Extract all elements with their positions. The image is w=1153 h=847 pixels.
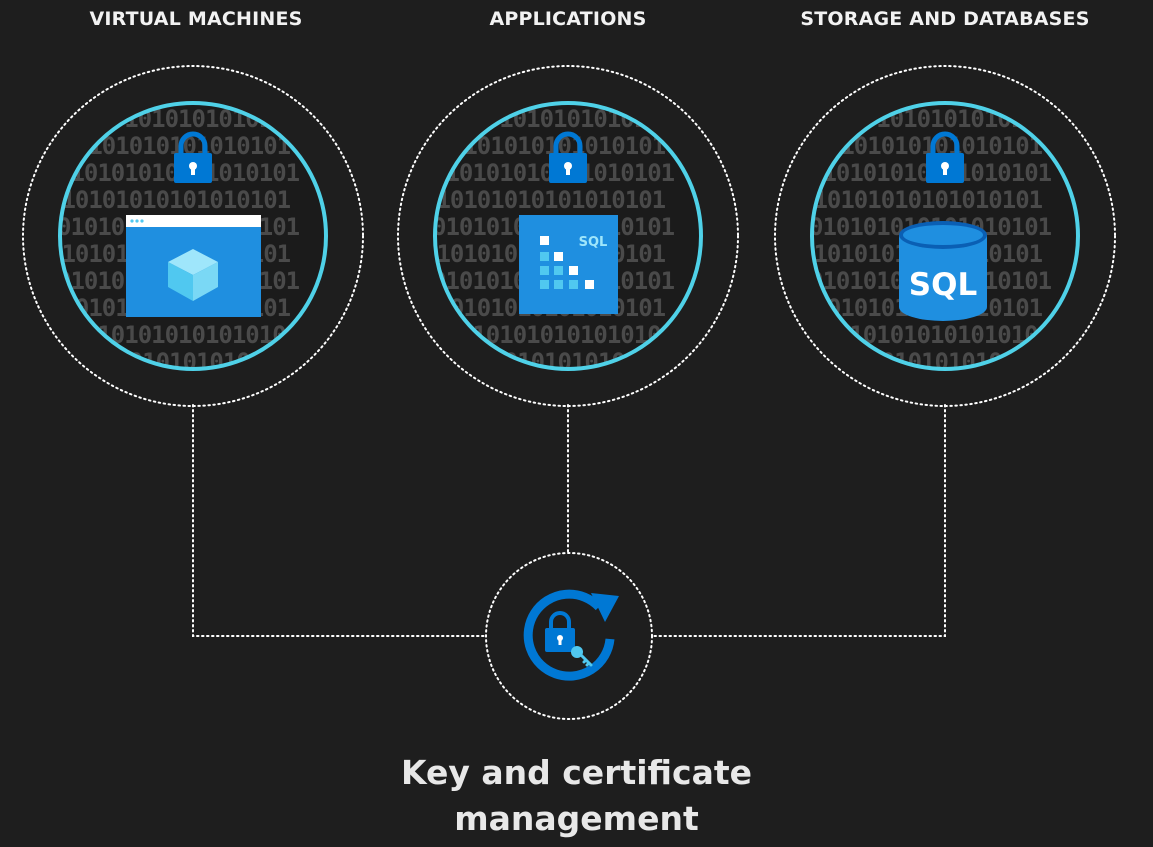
binary-row: 010101010101010101 [48, 186, 291, 214]
hub-caption: Key and certificate management [0, 750, 1153, 842]
hub-key-management [485, 552, 653, 720]
binary-row: 010101010101010101 [800, 132, 1043, 160]
label-storage-databases: STORAGE AND DATABASES [800, 8, 1090, 30]
binary-row: 010101010101010101 [800, 78, 1043, 106]
lock-icon [926, 131, 964, 183]
node-virtual-machines: 0101010101010101010101010101010101010101… [22, 65, 364, 407]
binary-row: 010101010101010101 [800, 186, 1043, 214]
virtual-machine-icon [126, 215, 261, 317]
inner-ring [433, 101, 703, 371]
binary-row: 010101010101010101 [48, 78, 291, 106]
lock-icon [549, 131, 587, 183]
sql-app-icon: SQL [519, 215, 618, 314]
caption-line-1: Key and certificate [401, 753, 752, 792]
binary-row: 010101010101010101 [423, 78, 666, 106]
outer-dotted-ring [397, 65, 739, 407]
connector-vm [192, 404, 487, 637]
outer-dotted-ring [774, 65, 1116, 407]
caption-line-2: management [454, 799, 699, 838]
binary-row: 010101010101010101 [432, 105, 675, 133]
binary-row: 010101010101010101 [809, 105, 1052, 133]
binary-row: 010101010101010101 [423, 132, 666, 160]
inner-ring [58, 101, 328, 371]
sql-database-icon: SQL [899, 221, 987, 321]
connector-storage [651, 404, 946, 637]
binary-row: 010101010101010101 [48, 132, 291, 160]
key-rotation-icon [523, 589, 619, 681]
node-storage-databases: 0101010101010101010101010101010101010101… [774, 65, 1116, 407]
sql-database-badge: SQL [909, 267, 977, 303]
inner-ring [810, 101, 1080, 371]
connector-lines [192, 404, 946, 637]
binary-row: 010101010101010101 [57, 105, 300, 133]
binary-row: 010101010101010101 [423, 186, 666, 214]
label-virtual-machines: VIRTUAL MACHINES [89, 8, 303, 30]
outer-dotted-ring [22, 65, 364, 407]
lock-icon [174, 131, 212, 183]
node-applications: 0101010101010101010101010101010101010101… [397, 65, 739, 407]
sql-app-badge: SQL [579, 235, 608, 250]
label-applications: APPLICATIONS [489, 8, 647, 30]
